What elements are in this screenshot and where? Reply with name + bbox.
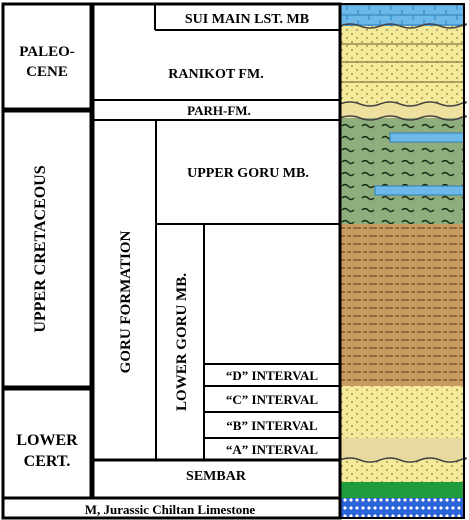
sandstone-layer xyxy=(340,26,464,104)
glauconitic-layer xyxy=(340,482,464,498)
limestone-lens xyxy=(389,132,465,143)
unit-interval-c: “C” INTERVAL xyxy=(226,392,318,407)
goru-formation-label: GORU FORMATION xyxy=(118,231,134,374)
unit-interval-b: “B” INTERVAL xyxy=(226,418,318,433)
era-lower-cert-line1: LOWER xyxy=(16,432,78,449)
limestone-layer xyxy=(340,4,464,26)
interval-a-litho xyxy=(340,438,464,460)
unit-chiltan-limestone: M, Jurassic Chiltan Limestone xyxy=(85,502,256,517)
interval-d-litho xyxy=(340,364,464,386)
unit-sui-main-lst: SUI MAIN LST. MB xyxy=(185,12,309,27)
chiltan-dolomite-layer xyxy=(340,498,464,518)
lower-goru-member-label: LOWER GORU MB. xyxy=(174,273,190,411)
limestone-lens xyxy=(374,185,465,196)
unit-upper-goru: UPPER GORU MB. xyxy=(187,166,309,181)
lithology-column xyxy=(339,3,467,519)
parh-layer xyxy=(340,104,464,118)
shale-layer xyxy=(340,224,464,364)
frame-lines xyxy=(1,2,342,520)
unit-ranikot: RANIKOT FM. xyxy=(168,67,263,82)
unit-interval-a: “A” INTERVAL xyxy=(226,442,318,457)
era-lower-cert-line2: CERT. xyxy=(24,453,71,470)
interval-c-b-litho xyxy=(340,386,464,438)
era-column: PALEO- CENE UPPER CRETACEOUS LOWER CERT. xyxy=(16,44,78,470)
unit-sembar: SEMBAR xyxy=(186,469,247,484)
unit-interval-d: “D” INTERVAL xyxy=(226,368,318,383)
era-upper-cretaceous: UPPER CRETACEOUS xyxy=(32,165,49,332)
era-paleocene-line2: CENE xyxy=(26,64,68,80)
sembar-litho xyxy=(340,460,464,482)
unit-parh: PARH-FM. xyxy=(187,103,251,118)
era-paleocene-line1: PALEO- xyxy=(19,44,75,60)
unit-labels: SUI MAIN LST. MB RANIKOT FM. PARH-FM. UP… xyxy=(85,12,319,517)
